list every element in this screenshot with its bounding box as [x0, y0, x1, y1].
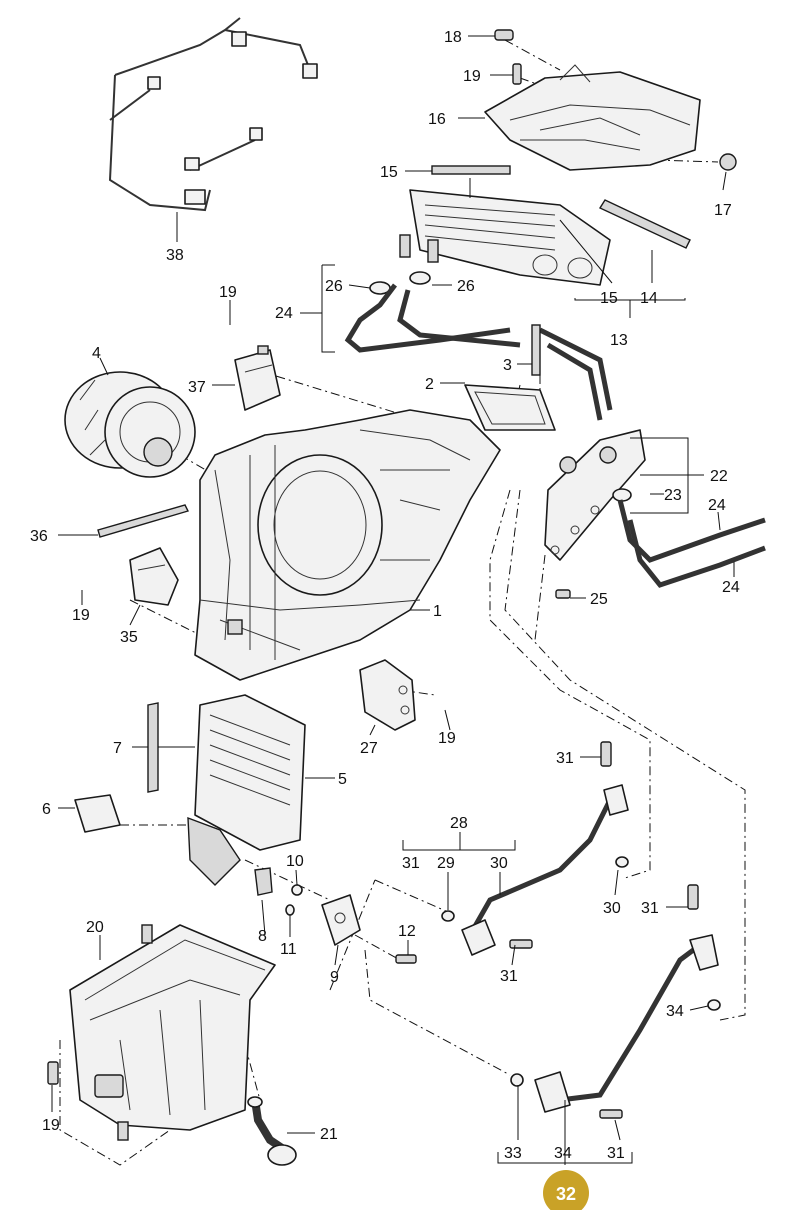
callout-2: 2: [425, 376, 434, 393]
callout-30: 30: [603, 900, 621, 917]
refrigerant-line-32: [510, 884, 721, 1119]
callout-10: 10: [286, 853, 304, 870]
foam-block-6: [74, 794, 121, 833]
callout-12: 12: [398, 923, 416, 940]
callout-36: 36: [30, 528, 48, 545]
callout-13: 13: [610, 332, 628, 349]
callout-19: 19: [42, 1117, 60, 1134]
callout-17: 17: [714, 202, 732, 219]
leader-lines: [51, 35, 735, 1165]
upper-cover: [484, 64, 701, 171]
heater-core: [399, 165, 691, 286]
callout-31: 31: [500, 968, 518, 985]
callout-38: 38: [166, 247, 184, 264]
callout-31: 31: [641, 900, 659, 917]
blower-resistor-37: [234, 345, 281, 411]
callout-24: 24: [722, 579, 740, 596]
callout-6: 6: [42, 801, 51, 818]
callout-34: 34: [554, 1145, 572, 1162]
callout-25: 25: [590, 591, 608, 608]
callout-27: 27: [360, 740, 378, 757]
refrigerant-line-28: [441, 741, 629, 956]
wiring-harness: [108, 17, 318, 212]
callout-4: 4: [92, 345, 101, 362]
callout-19: 19: [463, 68, 481, 85]
control-rod-36: [97, 504, 189, 538]
small-fittings: [254, 867, 417, 964]
gaskets: [464, 324, 556, 431]
callout-19: 19: [438, 730, 456, 747]
callout-37: 37: [188, 379, 206, 396]
callout-18: 18: [444, 29, 462, 46]
callout-5: 5: [338, 771, 347, 788]
hvac-housing: [194, 409, 501, 681]
callout-22: 22: [710, 468, 728, 485]
callout-26: 26: [457, 278, 475, 295]
page-badge-number: 32: [556, 1184, 576, 1204]
valve-bracket: [544, 429, 646, 599]
callout-24: 24: [275, 305, 293, 322]
evaporator: [187, 694, 306, 886]
refrigerant-pipes-24: [617, 499, 766, 588]
callout-1: 1: [433, 603, 442, 620]
callout-28: 28: [450, 815, 468, 832]
callout-7: 7: [113, 740, 122, 757]
callout-35: 35: [120, 629, 138, 646]
callout-30: 30: [490, 855, 508, 872]
callout-31: 31: [556, 750, 574, 767]
lower-housing: [47, 924, 276, 1141]
page-badge-circle: [543, 1170, 589, 1210]
blower-motor: [64, 371, 196, 478]
callout-31: 31: [607, 1145, 625, 1162]
page-badge: 32: [543, 1170, 589, 1210]
callout-26: 26: [325, 278, 343, 295]
servo-motor-35: [129, 547, 179, 606]
callout-24: 24: [708, 497, 726, 514]
callout-11: 11: [280, 941, 297, 958]
callout-15: 15: [600, 290, 618, 307]
drain-hose-21: [247, 1096, 297, 1166]
callout-23: 23: [664, 487, 682, 504]
seal-strip-7: [147, 702, 159, 793]
callout-8: 8: [258, 928, 267, 945]
heater-pipes-upper: [344, 271, 613, 421]
actuator-27: [359, 659, 416, 731]
callout-15: 15: [380, 164, 398, 181]
callout-33: 33: [504, 1145, 522, 1162]
callout-14: 14: [640, 290, 658, 307]
callout-19: 19: [219, 284, 237, 301]
callout-31: 31: [402, 855, 420, 872]
callout-9: 9: [330, 969, 339, 986]
callout-19: 19: [72, 607, 90, 624]
callout-34: 34: [666, 1003, 684, 1020]
callout-21: 21: [320, 1126, 338, 1143]
callout-20: 20: [86, 919, 104, 936]
fasteners-top: [494, 29, 737, 171]
callout-29: 29: [437, 855, 455, 872]
callout-16: 16: [428, 111, 446, 128]
callout-3: 3: [503, 357, 512, 374]
callout-labels: 18 19 16 17 15 38 19 24 26 26 15 14 13 4…: [30, 29, 740, 1162]
